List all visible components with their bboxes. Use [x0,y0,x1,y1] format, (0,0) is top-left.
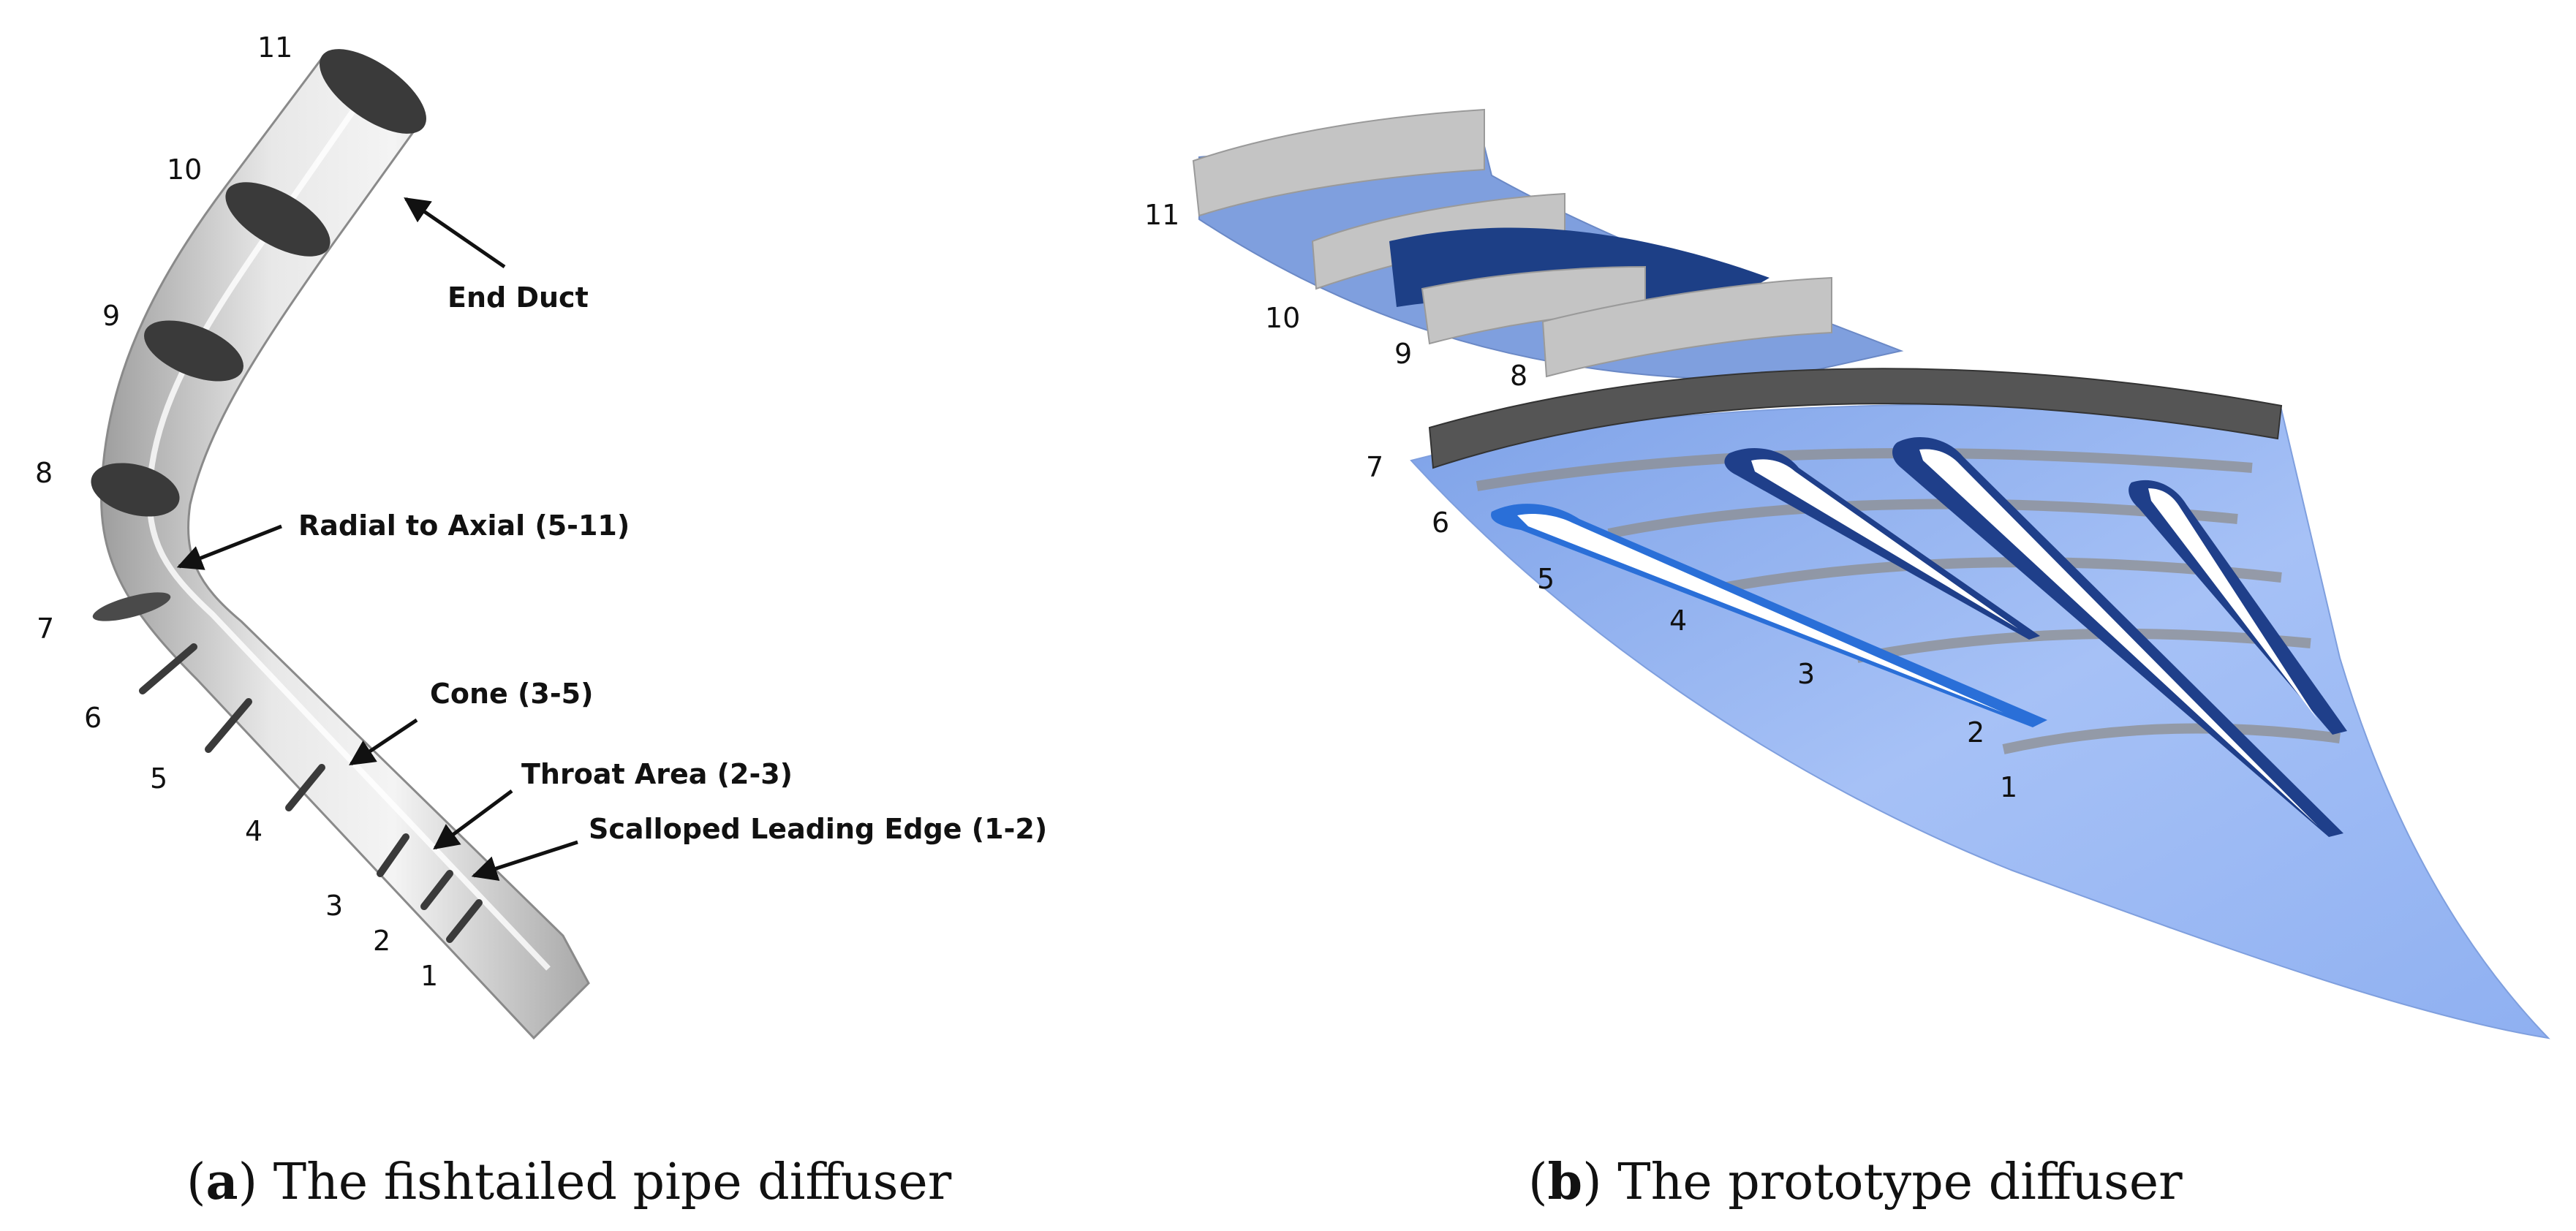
section-2-line [420,870,453,910]
a-label-9: 9 [102,300,120,332]
a-label-11: 11 [257,31,292,64]
arc-2 [1856,628,2311,663]
arc-1 [2002,723,2341,754]
panel-a-annotations: End Duct Radial to Axial (5-11) Cone (3-… [176,197,1047,881]
b-label-8: 8 [1510,360,1527,392]
b-label-11: 11 [1144,199,1179,231]
b-label-10: 10 [1265,302,1300,334]
a-label-6: 6 [84,702,102,734]
radial-to-axial-label: Radial to Axial (5-11) [298,510,630,542]
radial-to-axial-arrow [176,524,282,570]
b-label-1: 1 [2000,771,2017,803]
pipe-highlight [146,86,551,971]
section-5-line [205,698,252,753]
vane-1-inner [1517,514,2003,713]
vane-4-inner [2148,488,2318,720]
shroud-strip [1428,368,2283,469]
throat-area-label: Throat Area (2-3) [521,758,793,790]
section-7-face [92,592,171,621]
scalloped-leading-edge-label: Scalloped Leading Edge (1-2) [589,813,1047,845]
wall-11 [1192,108,1485,217]
vane-3-inner [1919,449,2318,826]
cone-section-lines [139,643,483,943]
a-label-4: 4 [245,815,262,847]
a-label-8: 8 [35,457,53,489]
panel-a-caption: (a) The fishtailed pipe diffuser [186,1153,952,1211]
scalloped-leading-edge-arrow [471,840,578,881]
panel-a-fishtailed-pipe: 11 10 9 8 7 6 5 4 3 2 1 End Duct Radial … [35,31,1047,1211]
vane-2-inner [1751,459,2018,629]
arc-5 [1476,447,2253,491]
b-label-5: 5 [1537,563,1555,595]
a-label-2: 2 [373,925,390,957]
vanes [1491,436,2347,837]
panel-b-prototype-diffuser: 11 10 9 8 7 6 5 4 3 2 1 (b) The prototyp… [1144,108,2550,1211]
a-label-3: 3 [325,890,343,922]
pipe-body [100,57,590,1040]
section-4-line [285,764,325,811]
wall-8 [1541,276,1832,378]
section-10-face [225,182,331,257]
b-label-6: 6 [1432,507,1449,539]
section-6-line [139,643,197,694]
b-label-3: 3 [1797,658,1815,690]
a-label-1: 1 [420,960,438,992]
section-3-line [377,833,409,877]
throat-area-arrow [433,789,513,850]
section-9-face [144,320,243,382]
panel-b-section-labels: 11 10 9 8 7 6 5 4 3 2 1 [1144,199,2017,803]
cone-arrow [349,718,418,766]
cone-label: Cone (3-5) [430,678,593,710]
end-duct-arrow [404,197,506,269]
a-label-10: 10 [167,154,202,186]
arc-4 [1607,499,2238,539]
b-label-2: 2 [1967,716,1984,749]
a-label-7: 7 [37,613,54,645]
a-label-5: 5 [150,762,167,795]
section-11-face [320,49,426,134]
end-duct-label: End Duct [447,281,589,314]
b-label-9: 9 [1394,338,1412,370]
panel-a-section-labels: 11 10 9 8 7 6 5 4 3 2 1 [35,31,438,992]
section-1-line [446,899,483,943]
section-8-face [91,463,180,517]
panel-b-caption: (b) The prototype diffuser [1528,1153,2183,1211]
b-label-7: 7 [1366,451,1383,483]
b-label-4: 4 [1669,605,1687,637]
vaned-surface [1410,403,2550,1039]
